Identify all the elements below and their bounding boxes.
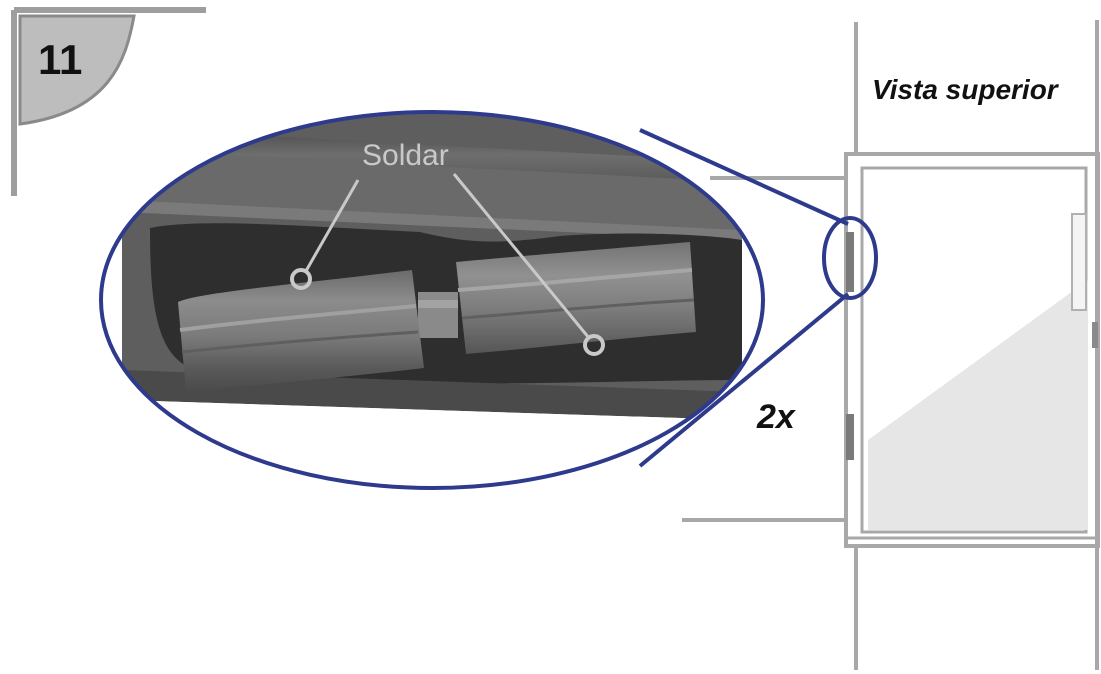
quantity-label: 2x [757,398,795,436]
step-badge [11,7,206,196]
magnified-detail [101,112,763,488]
magnifier-connectors [638,128,850,468]
shaded-area [868,280,1088,530]
step-number: 11 [38,36,83,83]
weld-point-right [583,334,605,356]
magnifier-outline [99,110,765,490]
hinge-mark-lower [846,414,854,460]
zoom-target-circle [822,216,878,300]
weld-callout-label: Soldar [362,139,449,172]
hinge-mark-right [1092,322,1098,348]
door-handle [1071,213,1087,311]
weld-point-left [290,268,312,290]
leader-line-left [304,179,360,272]
view-label: Vista superior [872,74,1058,105]
leader-line-right [452,173,591,339]
hinge-mark-upper [846,232,854,292]
